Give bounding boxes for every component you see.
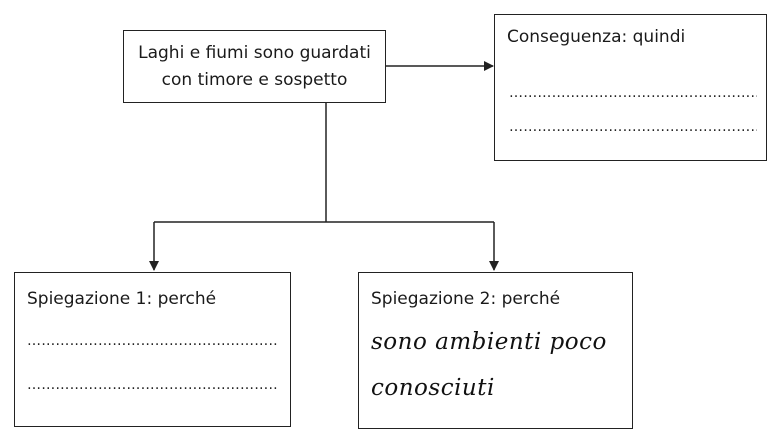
explanation-1-answer-line-2[interactable]: ………………………………………………………..	[27, 377, 279, 393]
explanation-2-label: Spiegazione 2: perché	[371, 289, 561, 309]
main-statement-line-2: con timore e sospetto	[161, 69, 348, 90]
explanation-2-handwritten-line-2: conosciuti	[371, 375, 495, 401]
explanation-1-label: Spiegazione 1: perché	[27, 289, 217, 309]
consequence-answer-line-1[interactable]: ……………………………………………………….	[509, 85, 757, 101]
consequence-label: Conseguenza: quindi	[507, 27, 686, 47]
consequence-box: Conseguenza: quindi ………………………………………………………	[494, 14, 767, 161]
explanation-1-answer-line-1[interactable]: ……………………………………………………….	[27, 333, 279, 349]
main-statement-line-1: Laghi e fiumi sono guardati	[138, 42, 371, 63]
consequence-answer-line-2[interactable]: ………………………………………………………..	[509, 119, 757, 135]
explanation-1-box: Spiegazione 1: perché …………………………………………………	[14, 272, 291, 427]
main-statement-box: Laghi e fiumi sono guardati con timore e…	[123, 30, 386, 103]
explanation-2-handwritten-line-1: sono ambienti poco	[371, 329, 607, 355]
explanation-2-box: Spiegazione 2: perché sono ambienti poco…	[358, 272, 633, 429]
